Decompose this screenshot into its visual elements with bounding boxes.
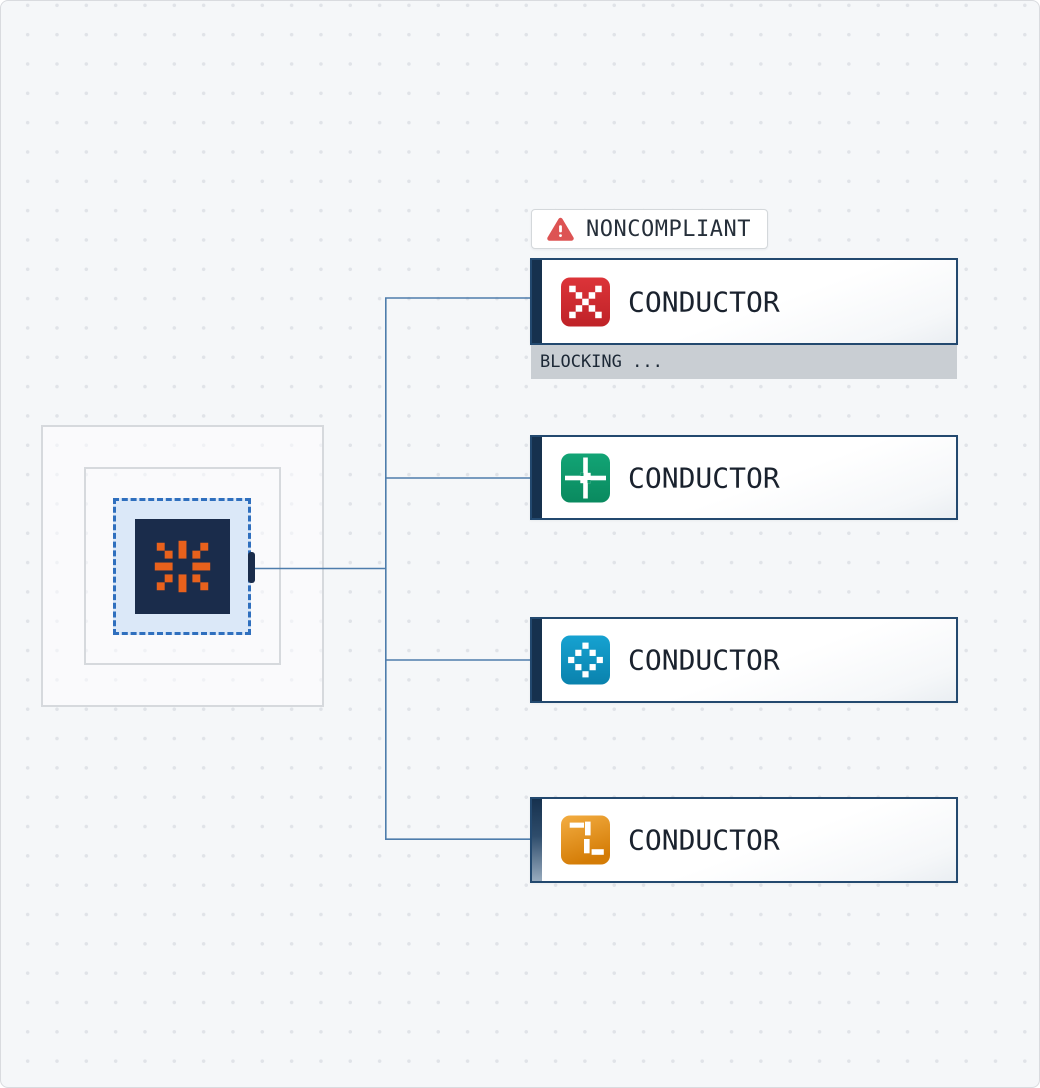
card-accent-bar xyxy=(532,437,542,518)
blocking-status-bar: BLOCKING ... xyxy=(531,345,957,379)
conductor-card[interactable]: CONDUCTOR xyxy=(530,258,958,345)
output-port[interactable] xyxy=(248,552,255,583)
conductor-card-label: CONDUCTOR xyxy=(628,461,780,494)
pixel-plus-icon xyxy=(561,453,610,502)
pixel-diamond-dots-icon xyxy=(561,635,610,685)
conductor-card-label: CONDUCTOR xyxy=(628,823,780,857)
conductor-card-label: CONDUCTOR xyxy=(628,285,780,318)
blocking-status-label: BLOCKING ... xyxy=(540,352,663,372)
conductor-card-label: CONDUCTOR xyxy=(628,643,780,677)
conductor-card[interactable]: CONDUCTOR xyxy=(530,797,958,883)
pixel-x-icon xyxy=(561,277,610,326)
noncompliant-badge-label: NONCOMPLIANT xyxy=(586,216,751,242)
card-accent-bar xyxy=(532,260,542,343)
warning-triangle-icon xyxy=(547,217,574,241)
conductor-card[interactable]: CONDUCTOR xyxy=(530,617,958,703)
noncompliant-badge: NONCOMPLIANT xyxy=(531,209,768,249)
card-accent-bar xyxy=(532,799,542,881)
conductor-card[interactable]: CONDUCTOR xyxy=(530,435,958,520)
node-group-inner-box xyxy=(84,467,281,665)
pixel-steps-icon xyxy=(561,815,610,865)
card-accent-bar xyxy=(532,619,542,701)
converge-burst-icon xyxy=(154,540,211,593)
source-node-tile[interactable] xyxy=(135,519,230,614)
